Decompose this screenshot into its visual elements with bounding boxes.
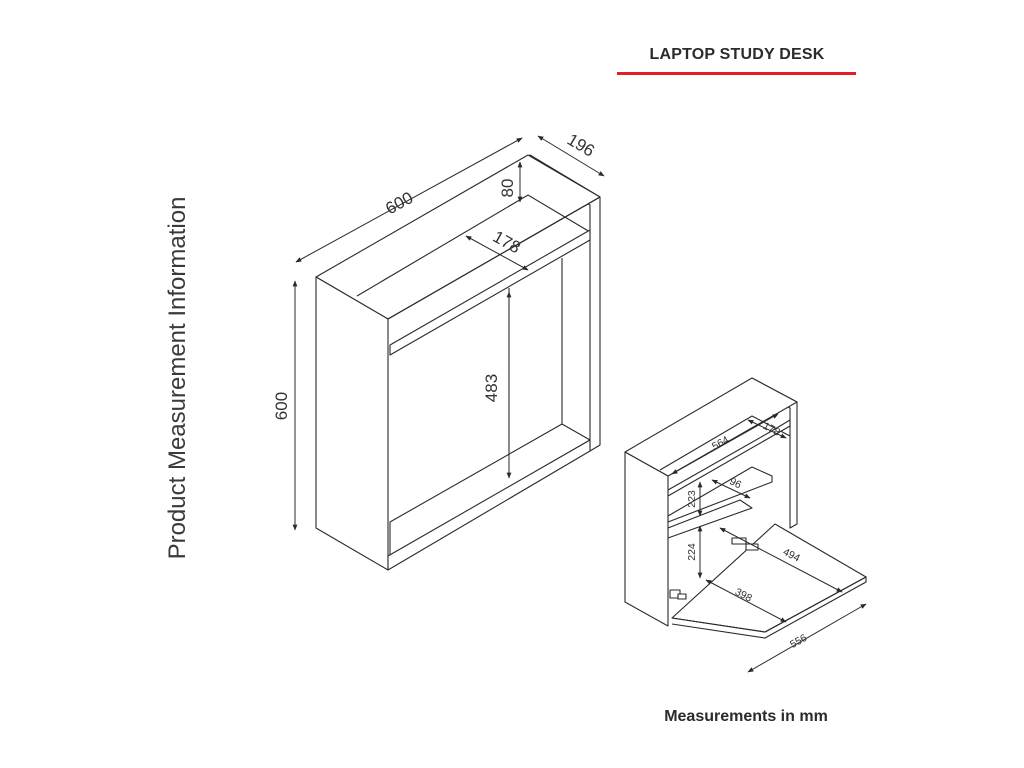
hinge-icon [731,537,759,551]
closed-top-board [315,154,601,320]
dim-line-shelf [465,235,529,271]
open-flap [671,523,867,633]
dim-line-flap-depth [719,527,843,593]
dim-line-depth [537,135,605,177]
closed-cabinet [315,154,601,571]
dim-label-height: 600 [272,392,291,420]
dim-line-flap-width [747,603,867,673]
dim-line-inner-width [671,413,779,475]
closed-inner-edge [356,194,591,297]
open-left-panel [624,451,669,627]
dim-label-upper-height: 223 [686,490,698,508]
hinge-icon [669,589,687,600]
dim-label-flap-width: 556 [788,632,809,651]
dim-label-lower-height: 224 [686,543,698,561]
closed-bottom-board [389,423,591,557]
dim-line-width [295,137,523,263]
dim-label-shelf-depth: 96 [727,475,743,491]
dim-label-width: 600 [382,188,416,218]
page-title: LAPTOP STUDY DESK [649,46,825,63]
dim-label-top-gap: 80 [498,179,517,198]
closed-bottom-rail [387,439,591,571]
dim-label-depth: 196 [564,130,598,161]
measurement-unit-note: Measurements in mm [664,708,828,725]
closed-left-panel [315,276,389,571]
title-underline [617,72,856,75]
dim-line-shelf-depth [711,479,751,499]
dim-label-inner-height: 483 [482,374,501,402]
